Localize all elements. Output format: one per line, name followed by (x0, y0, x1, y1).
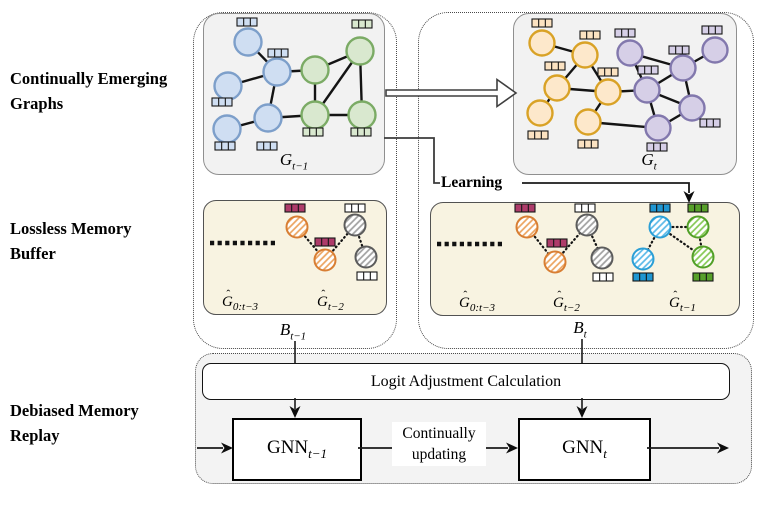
math-sub: 0:t−3 (469, 302, 495, 314)
math-sub: t−1 (679, 302, 696, 314)
gnn-prev-box: GNNt−1 (232, 418, 362, 481)
logit-adjustment-box: Logit Adjustment Calculation (202, 363, 730, 400)
learning-label: Learning (441, 174, 503, 191)
math-sub: t−2 (327, 301, 344, 313)
math-hat: ˆ (463, 288, 468, 302)
section-label-line: Lossless Memory (10, 219, 132, 238)
math-base: G (459, 295, 470, 311)
continually-updating-line: updating (411, 446, 467, 463)
continually-updating-line: Continually (402, 425, 476, 442)
math-sub: 0:t−3 (232, 301, 258, 313)
graph-panel-gt-prev: Gt−1 (203, 13, 385, 175)
gnn-cur-box: GNNt (518, 418, 651, 481)
math-hat: ˆ (321, 287, 326, 301)
gnn-cur-label: GNNt (562, 437, 607, 462)
math-base: GNN (266, 437, 309, 459)
math-base: G (222, 294, 233, 310)
math-hat: ˆ (226, 287, 231, 301)
section-label-line: Buffer (10, 244, 56, 263)
label-buffer-prev: Bt−1 (253, 320, 333, 342)
math-base: G (279, 149, 293, 169)
section-label-line: Graphs (10, 94, 64, 113)
math-sub: t (653, 160, 657, 172)
math-base: G (317, 294, 328, 310)
section-label-continually-emerging-graphs: Continually Emerging Graphs (10, 66, 167, 116)
math-base: B (573, 318, 584, 337)
math-sub: t (583, 328, 587, 341)
math-sub: t−1 (292, 160, 309, 172)
label-g-prev: Gt−1 (204, 150, 384, 172)
math-sub: t−2 (563, 302, 580, 314)
math-sub: t (603, 445, 607, 461)
math-sub: t−1 (308, 445, 328, 461)
section-label-debiased-memory-replay: Debiased Memory Replay (10, 398, 139, 448)
section-label-line: Continually Emerging (10, 69, 168, 88)
math-hat: ˆ (557, 288, 562, 302)
math-base: G (641, 149, 654, 169)
logit-adjustment-label: Logit Adjustment Calculation (370, 372, 562, 390)
math-base: G (553, 295, 564, 311)
section-label-line: Debiased Memory (10, 401, 139, 420)
math-sub: t−1 (290, 330, 307, 343)
section-label-lossless-memory-buffer: Lossless Memory Buffer (10, 216, 131, 266)
gnn-prev-label: GNNt−1 (267, 437, 327, 462)
graph-panel-gt-cur: Gt (513, 13, 737, 175)
math-base: B (279, 320, 291, 339)
math-hat: ˆ (673, 288, 678, 302)
continually-updating-label: Continually updating (392, 422, 486, 466)
section-label-line: Replay (10, 426, 60, 445)
label-buffer-cur: Bt (540, 318, 620, 340)
math-base: G (669, 295, 680, 311)
label-g-cur: Gt (562, 150, 736, 172)
math-base: GNN (562, 437, 604, 459)
